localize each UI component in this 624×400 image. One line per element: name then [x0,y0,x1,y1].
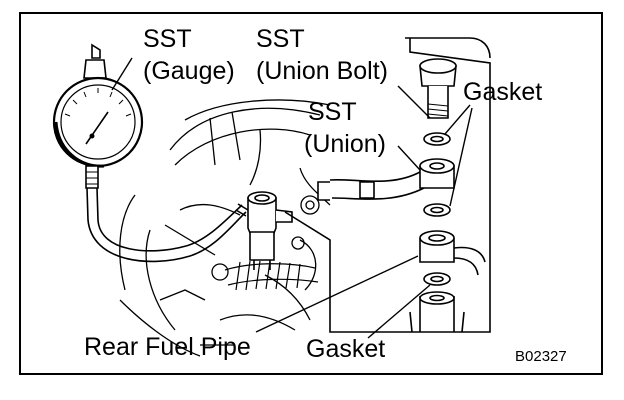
gasket-label-top: Gasket [463,78,543,106]
fuel-filter-outlet [410,292,464,332]
pressure-gauge-icon [54,45,142,188]
gasket-icon [424,204,450,216]
gasket-icon [424,133,450,145]
gasket-icon [424,273,450,285]
figure-frame [20,13,602,374]
engine-background-sketch [120,100,330,356]
union-bolt-icon [420,59,456,118]
fuel-hose-icon [87,188,248,261]
gasket-label-bottom: Gasket [306,335,386,363]
leader-lines [112,58,472,338]
figure-code: B02327 [515,348,567,365]
exploded-view-outline [285,38,490,332]
rear-fuel-pipe-label: Rear Fuel Pipe [84,333,251,361]
rear-fuel-pipe-fitting [248,192,292,270]
pipe-fitting-lower [420,231,485,275]
sst-union-label-line1: SST [308,98,357,126]
union-icon [318,159,454,200]
sst-union-label-line2: (Union) [304,130,386,158]
sst-union-bolt-label-line2: (Union Bolt) [256,57,388,85]
sst-gauge-label-line2: (Gauge) [143,57,235,85]
sst-gauge-label-line1: SST [143,25,192,53]
wire-bundle [225,261,318,290]
sst-union-bolt-label-line1: SST [256,25,305,53]
